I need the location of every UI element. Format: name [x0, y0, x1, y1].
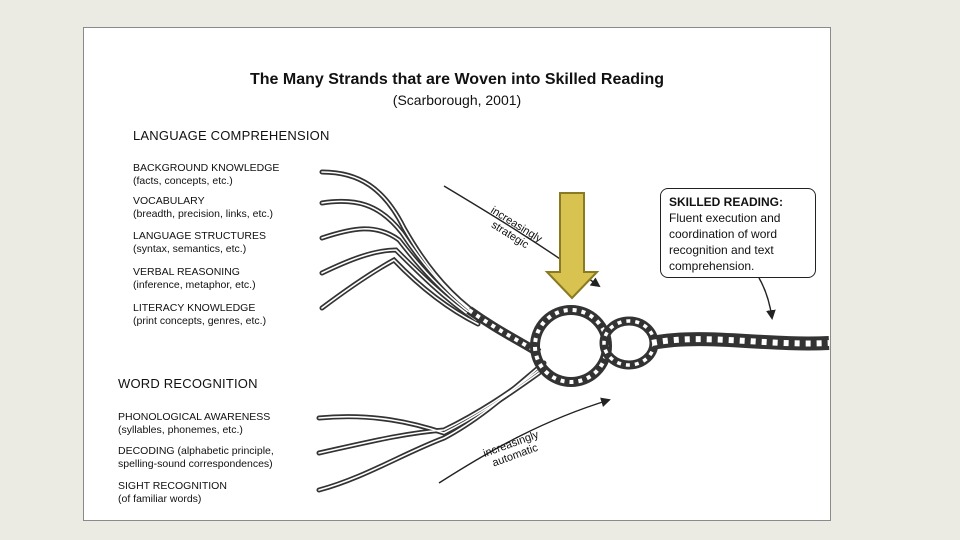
- word-recognition-heading: WORD RECOGNITION: [118, 376, 258, 391]
- rope-illustration: [316, 169, 830, 493]
- strand-label: LITERACY KNOWLEDGE (print concepts, genr…: [133, 302, 267, 327]
- strand-literacy-hl: [321, 259, 479, 325]
- automatic-arrow: [438, 397, 611, 484]
- strand-label: VOCABULARY (breadth, precision, links, e…: [133, 195, 274, 220]
- strand-label: LANGUAGE STRUCTURES (syntax, semantics, …: [133, 230, 267, 255]
- strand-label: PHONOLOGICAL AWARENESS (syllables, phone…: [118, 411, 271, 436]
- highlight-down-arrow: [544, 192, 600, 300]
- diagram-frame: The Many Strands that are Woven into Ski…: [83, 27, 831, 521]
- strand-label: DECODING (alphabetic principle, spelling…: [118, 445, 274, 470]
- skilled-reading-text: Fluent execution and coordination of wor…: [669, 211, 781, 273]
- language-comprehension-heading: LANGUAGE COMPREHENSION: [133, 128, 330, 143]
- diagram-title: The Many Strands that are Woven into Ski…: [250, 71, 664, 88]
- diagram-subtitle: (Scarborough, 2001): [392, 92, 522, 108]
- strand-label: BACKGROUND KNOWLEDGE (facts, concepts, e…: [133, 162, 280, 187]
- strand-label: SIGHT RECOGNITION (of familiar words): [118, 480, 227, 505]
- box-pointer-arrow: [758, 277, 776, 320]
- skilled-reading-box: SKILLED READING: Fluent execution and co…: [660, 188, 816, 278]
- word-strands: [316, 360, 547, 493]
- skilled-reading-title: SKILLED READING:: [669, 195, 783, 209]
- strand-phonological: [316, 370, 542, 436]
- strand-label: VERBAL REASONING (inference, metaphor, e…: [133, 266, 256, 291]
